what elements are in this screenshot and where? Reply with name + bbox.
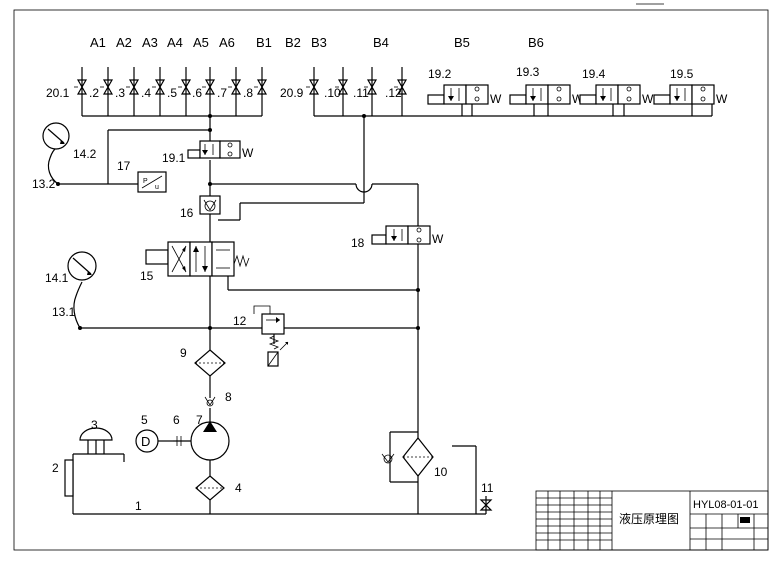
- valve-label-5: .5: [167, 86, 177, 100]
- label-17: 17: [117, 159, 131, 173]
- solenoid-valve-19-2: W: [427, 84, 502, 116]
- solenoid-label-19-2: 19.2: [428, 67, 452, 81]
- valve-bowtie: [74, 67, 88, 116]
- top-label-a2: A2: [116, 35, 132, 50]
- top-label-b2: B2: [285, 35, 301, 50]
- valve-label-2: .2: [89, 86, 99, 100]
- solenoid-label-19-5: 19.5: [670, 67, 694, 81]
- valve-label-11: .11: [353, 86, 369, 100]
- motor-letter: D: [141, 434, 150, 449]
- spring-mark: W: [490, 92, 502, 106]
- valve-label-3: .3: [115, 86, 125, 100]
- valve-label-12: .12: [385, 86, 402, 100]
- relief-valve-12: [253, 305, 289, 367]
- drawing-name: 液压原理图: [619, 511, 679, 526]
- top-label-a4: A4: [167, 35, 183, 50]
- right-valve-bank: 20.9 .10 .11 .12 W 19.2 W: [280, 65, 728, 117]
- label-9: 9: [180, 346, 187, 360]
- pressure-switch-p: P: [143, 178, 148, 185]
- label-3: 3: [91, 418, 98, 432]
- label-7: 7: [196, 413, 203, 427]
- solenoid-valve-19-4: W: [579, 84, 654, 116]
- solenoid-valve-19-5: W: [653, 84, 728, 116]
- gauge-line-lower: [73, 281, 418, 330]
- level-gauge-2: [64, 459, 74, 497]
- top-label-a6: A6: [219, 35, 235, 50]
- top-label-b4: B4: [373, 35, 389, 50]
- label-12: 12: [233, 314, 247, 328]
- label-4: 4: [235, 481, 242, 495]
- label-15: 15: [140, 269, 154, 283]
- label-6: 6: [173, 413, 180, 427]
- drawing-number: HYL08-01-01: [693, 499, 758, 511]
- valve-label-7: .7: [217, 86, 227, 100]
- directional-valve-15: [145, 241, 250, 277]
- left-valve-bank: 20.1 .2 .3 .4 .5 .6 .7 .8: [46, 67, 268, 117]
- valve-label-4: .4: [141, 86, 151, 100]
- label-19-1: 19.1: [162, 151, 186, 165]
- pressure-switch-u: u: [155, 184, 159, 191]
- top-label-a3: A3: [142, 35, 158, 50]
- label-2: 2: [52, 461, 59, 475]
- upper-return-lines: [210, 114, 419, 226]
- top-label-b6: B6: [528, 35, 544, 50]
- solenoid-label-19-4: 19.4: [582, 67, 606, 81]
- valve-label-6: .6: [192, 86, 202, 100]
- label-18: 18: [351, 236, 365, 250]
- top-label-a5: A5: [193, 35, 209, 50]
- spring-mark: W: [716, 92, 728, 106]
- check-valve-16: [199, 195, 221, 215]
- drain-valve-11: [452, 445, 493, 514]
- top-labels: A1 A2 A3 A4 A5 A6 B1 B2 B3 B4 B5 B6: [90, 35, 544, 50]
- valve-label-20-9: 20.9: [280, 86, 304, 100]
- solenoid-valve-19-1: W: [187, 140, 254, 160]
- pressure-gauge-14-2: [42, 122, 70, 150]
- spring-mark: W: [242, 146, 254, 160]
- label-8: 8: [225, 390, 232, 404]
- title-block: 液压原理图 HYL08-01-01: [535, 490, 769, 551]
- air-breather-3: [79, 427, 113, 454]
- solenoid-label-19-3: 19.3: [516, 65, 540, 79]
- label-16: 16: [180, 206, 194, 220]
- label-14-2: 14.2: [73, 147, 97, 161]
- return-filter-10: [381, 431, 434, 483]
- solenoid-valve-19-3: W: [509, 84, 584, 116]
- label-11: 11: [481, 481, 494, 495]
- pressure-switch-17: P u: [137, 171, 167, 193]
- gauge-line-upper: [47, 129, 210, 190]
- valve-label-20-1: 20.1: [46, 86, 70, 100]
- top-label-a1: A1: [90, 35, 106, 50]
- valve-label-8: .8: [243, 86, 253, 100]
- filter-4: [195, 475, 225, 501]
- label-10: 10: [434, 465, 448, 479]
- spring-mark: W: [642, 92, 654, 106]
- top-label-b5: B5: [454, 35, 470, 50]
- motor-5: D: [135, 429, 173, 453]
- filter-9: [194, 349, 226, 377]
- spring-mark: W: [432, 232, 444, 246]
- label-1: 1: [135, 499, 142, 513]
- check-valve-8: [204, 396, 216, 407]
- top-label-b1: B1: [256, 35, 272, 50]
- label-14-1: 14.1: [45, 271, 69, 285]
- pump-7: [173, 421, 230, 461]
- label-13-2: 13.2: [32, 177, 56, 191]
- label-5: 5: [141, 413, 148, 427]
- return-line-right: [227, 244, 420, 514]
- solenoid-valve-18: W: [371, 225, 444, 246]
- drawing-frame: [13, 9, 769, 551]
- label-13-1: 13.1: [52, 305, 76, 319]
- valve-label-10: .10: [324, 86, 341, 100]
- top-label-b3: B3: [311, 35, 327, 50]
- pressure-gauge-14-1: [67, 251, 97, 281]
